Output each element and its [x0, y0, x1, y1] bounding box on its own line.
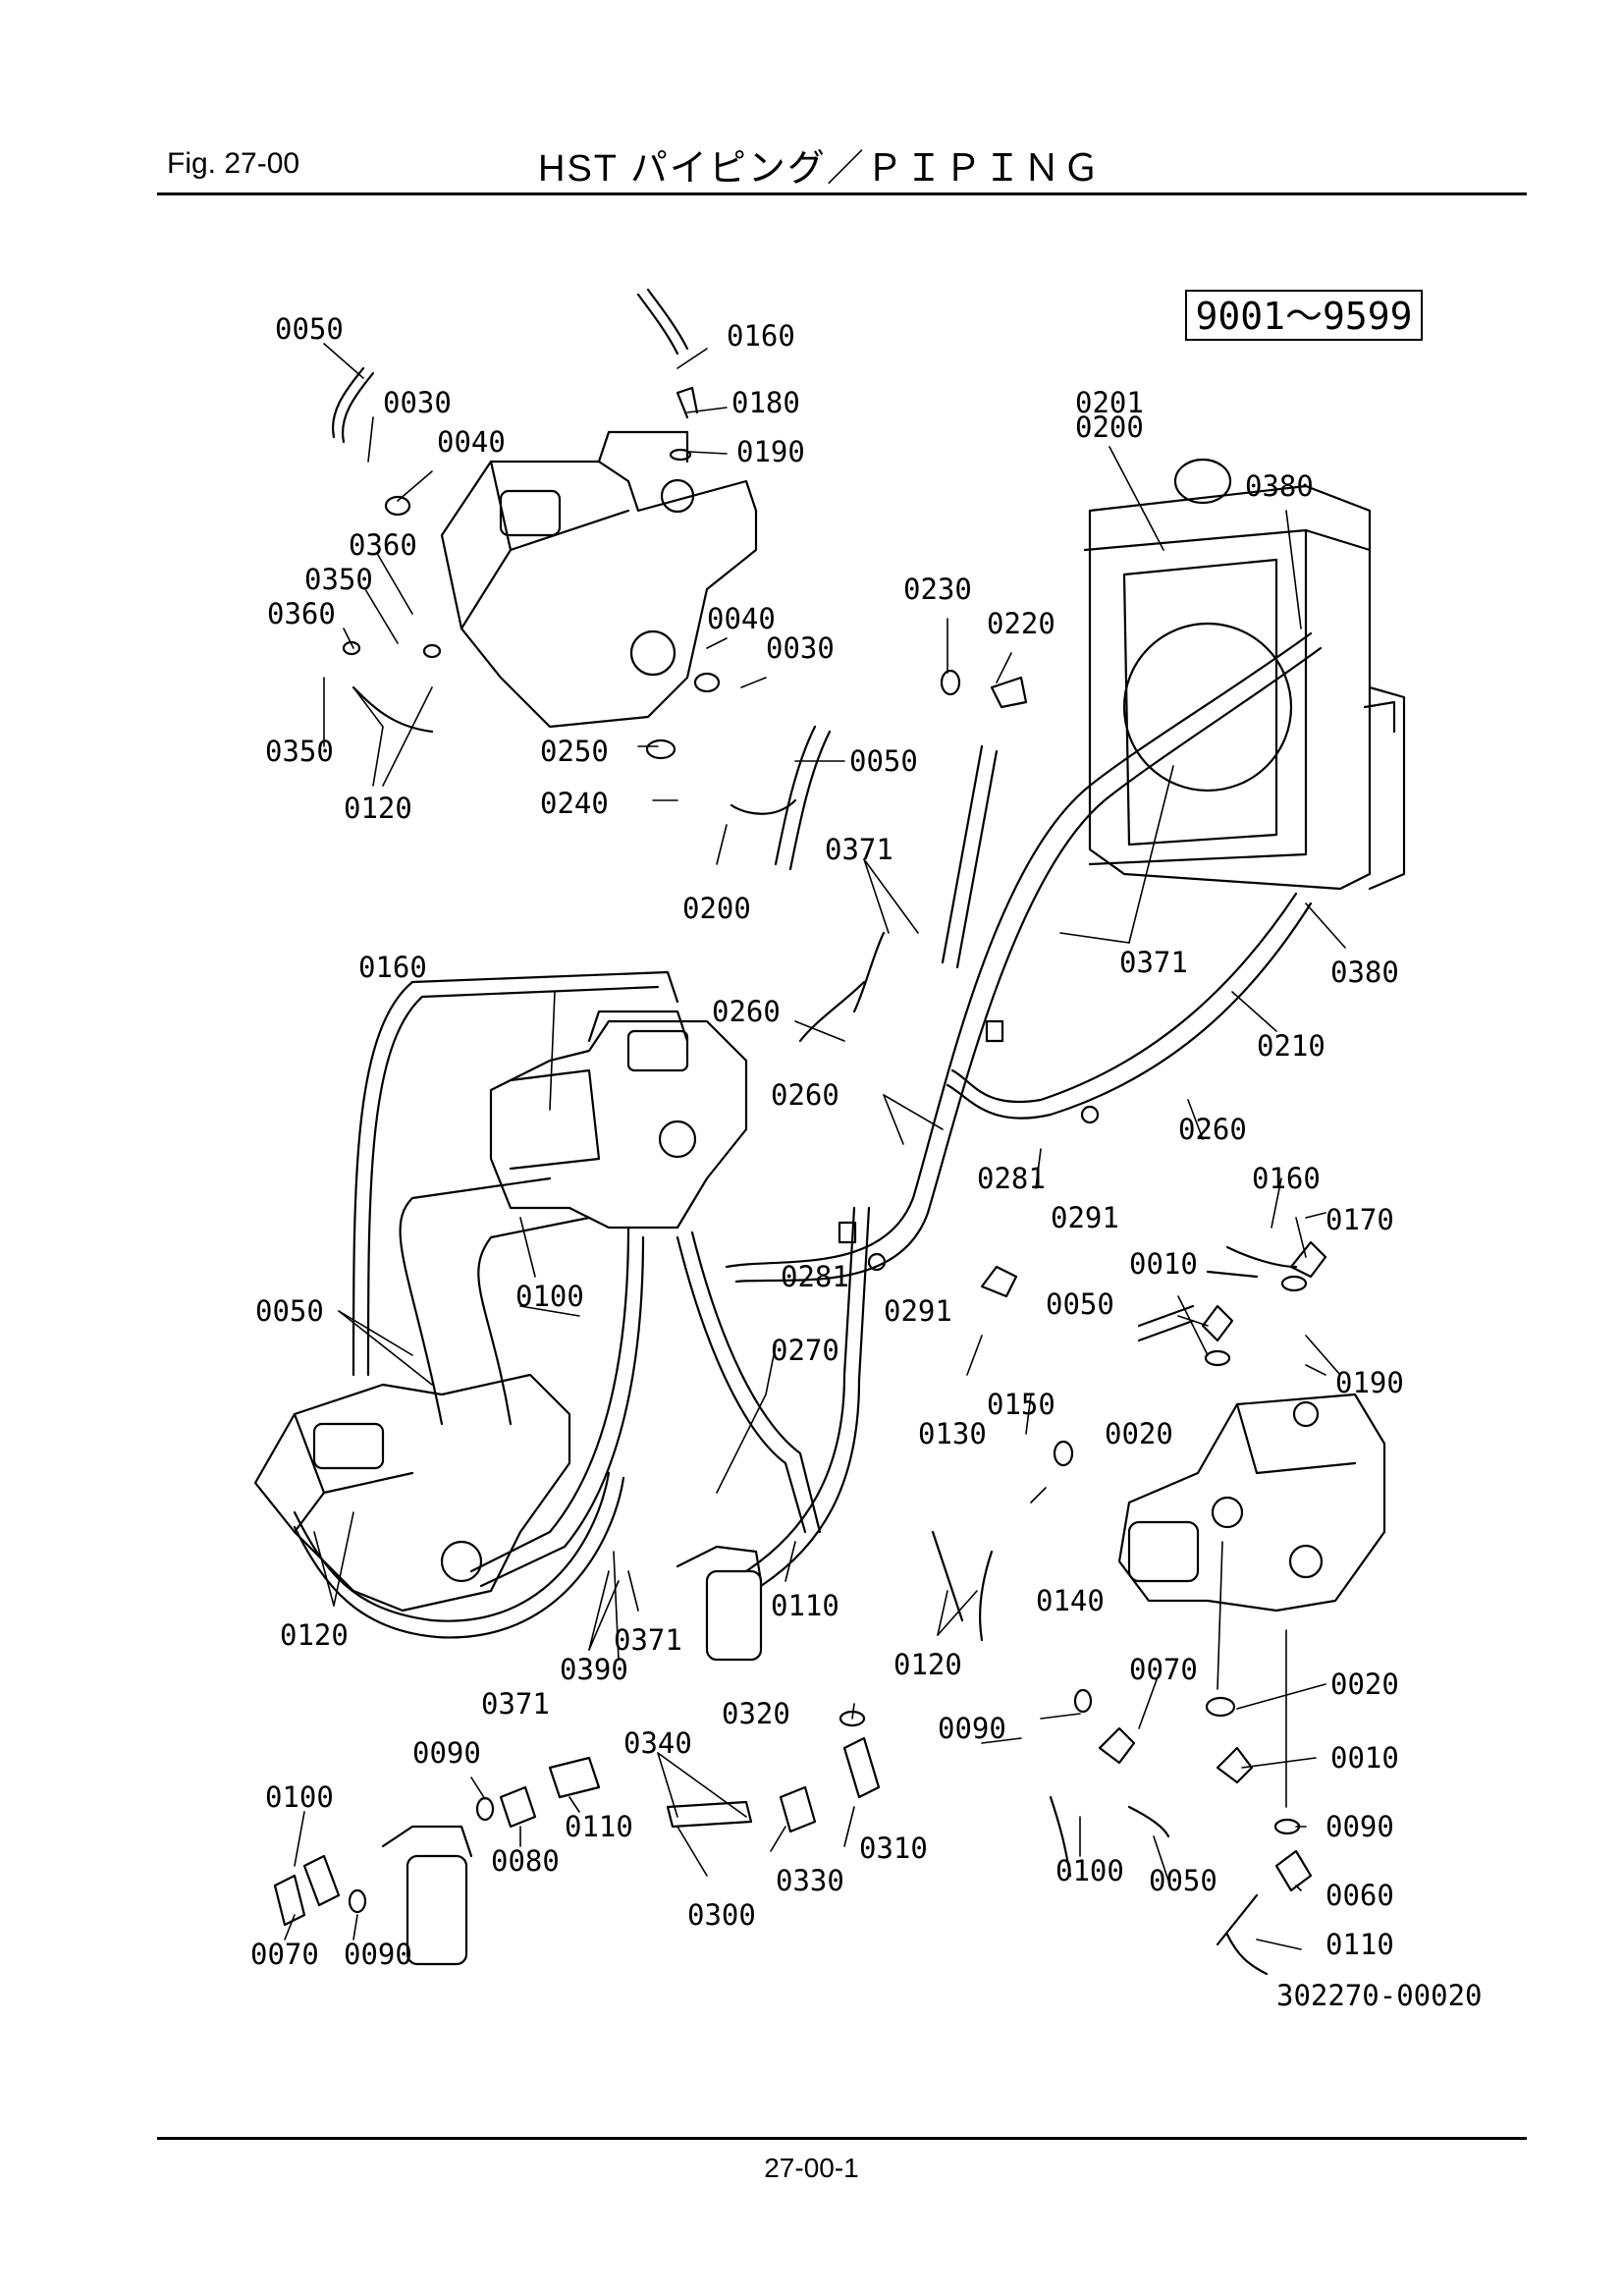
callout-label: 0140: [1036, 1584, 1105, 1617]
callout-label: 0020: [1105, 1417, 1173, 1450]
callout-label: 0371: [481, 1687, 550, 1721]
callout-label: 0220: [987, 607, 1055, 640]
callout-label: 0130: [918, 1417, 987, 1450]
callout-label: 0190: [1335, 1366, 1404, 1399]
callout-label: 0240: [540, 787, 609, 820]
serial-range-box: 9001～9599: [1185, 290, 1423, 341]
callout-label: 0110: [771, 1589, 839, 1622]
oil-cooler-drawing: [1083, 458, 1406, 891]
callout-label: 0040: [437, 425, 506, 459]
callout-label: 0291: [1051, 1201, 1119, 1234]
callout-label: 0070: [250, 1938, 319, 1971]
hose-drawing: [331, 288, 1298, 1976]
callout-label: 0260: [712, 995, 781, 1028]
callout-label: 0371: [614, 1623, 682, 1657]
callout-label: 0050: [255, 1294, 324, 1328]
header-rule: [157, 192, 1527, 195]
callout-label: 0180: [731, 386, 800, 419]
piping-runs: [293, 631, 1323, 1639]
callout-label: 0320: [722, 1697, 790, 1730]
footer-rule: [157, 2137, 1527, 2140]
callout-labels: 0050 0030 0040 0360 0350 0360 0350 0120 …: [250, 312, 1404, 1971]
lower-pump-drawing: [253, 1373, 571, 1613]
callout-label: 0160: [727, 319, 795, 353]
callout-label: 0150: [987, 1388, 1055, 1421]
callout-label: 0380: [1330, 956, 1399, 989]
callout-label: 0201: [1075, 386, 1144, 419]
callout-label: 0260: [1178, 1113, 1247, 1146]
callout-label: 0030: [766, 631, 835, 665]
callout-label: 0100: [515, 1280, 584, 1313]
page-number: 27-00-1: [764, 2153, 859, 2183]
callout-label: 0070: [1129, 1653, 1198, 1686]
callout-label: 0270: [771, 1334, 839, 1367]
callout-label: 0350: [304, 563, 373, 596]
callout-label: 0010: [1129, 1247, 1198, 1281]
callout-label: 0390: [560, 1653, 628, 1686]
drawing-number: 302270-00020: [1276, 1979, 1483, 2012]
callout-label: 0230: [903, 573, 972, 606]
callout-label: 0200: [682, 892, 751, 925]
callout-label: 0120: [893, 1648, 962, 1681]
callout-label: 0010: [1330, 1741, 1399, 1775]
fittings-drawing: [273, 386, 1327, 1927]
callout-label: 0110: [1325, 1928, 1394, 1961]
callout-label: 0250: [540, 735, 609, 768]
callout-label: 0090: [938, 1712, 1006, 1745]
callout-label: 0170: [1325, 1203, 1394, 1236]
callout-label: 0210: [1257, 1029, 1325, 1063]
callout-label: 0300: [687, 1898, 756, 1932]
callout-label: 0160: [1252, 1162, 1321, 1195]
callout-label: 0371: [1119, 946, 1188, 979]
callout-label: 0080: [491, 1844, 560, 1878]
callout-label: 0090: [1325, 1810, 1394, 1843]
filter-drawing: [381, 1545, 763, 1966]
callout-label: 0050: [849, 744, 918, 778]
callout-label: 0050: [1046, 1287, 1114, 1321]
callout-label: 0100: [1055, 1854, 1124, 1887]
callout-label: 0260: [771, 1078, 839, 1112]
callout-label: 0330: [776, 1864, 844, 1897]
callout-label: 0281: [977, 1162, 1046, 1195]
callout-label: 0281: [781, 1260, 849, 1293]
callout-label: 0340: [623, 1726, 692, 1760]
callout-label: 0350: [265, 735, 334, 768]
callout-label: 0190: [736, 435, 805, 468]
callout-label: 0371: [825, 833, 893, 866]
callout-label: 0110: [565, 1810, 633, 1843]
callout-label: 0120: [344, 792, 412, 825]
callout-label: 0040: [707, 602, 776, 635]
callout-label: 0100: [265, 1780, 334, 1814]
callout-label: 0020: [1330, 1667, 1399, 1701]
serial-range-text: 9001～9599: [1195, 295, 1412, 338]
center-valve-drawing: [489, 1010, 748, 1230]
page-title: HST パイピング／ＰＩＰＩＮＧ: [538, 148, 1102, 190]
callout-label: 0090: [344, 1938, 412, 1971]
callout-label: 0060: [1325, 1879, 1394, 1912]
callout-label: 0050: [1149, 1864, 1217, 1897]
callout-label: 0200: [1075, 410, 1144, 444]
callout-label: 0360: [267, 597, 336, 630]
callout-label: 0050: [275, 312, 344, 346]
callout-label: 0090: [412, 1736, 481, 1770]
callout-label: 0291: [884, 1294, 952, 1328]
leader-lines: [284, 343, 1346, 1950]
upper-pump-drawing: [440, 430, 758, 729]
right-valve-drawing: [1117, 1393, 1386, 1613]
figure-label: Fig. 27-00: [167, 147, 300, 180]
linework: [253, 288, 1406, 1976]
callout-label: 0030: [383, 386, 452, 419]
callout-label: 0310: [859, 1831, 928, 1865]
callout-label: 0160: [358, 951, 427, 984]
callout-label: 0360: [349, 528, 417, 562]
callout-label: 0120: [280, 1618, 349, 1652]
callout-label: 0380: [1245, 469, 1314, 503]
